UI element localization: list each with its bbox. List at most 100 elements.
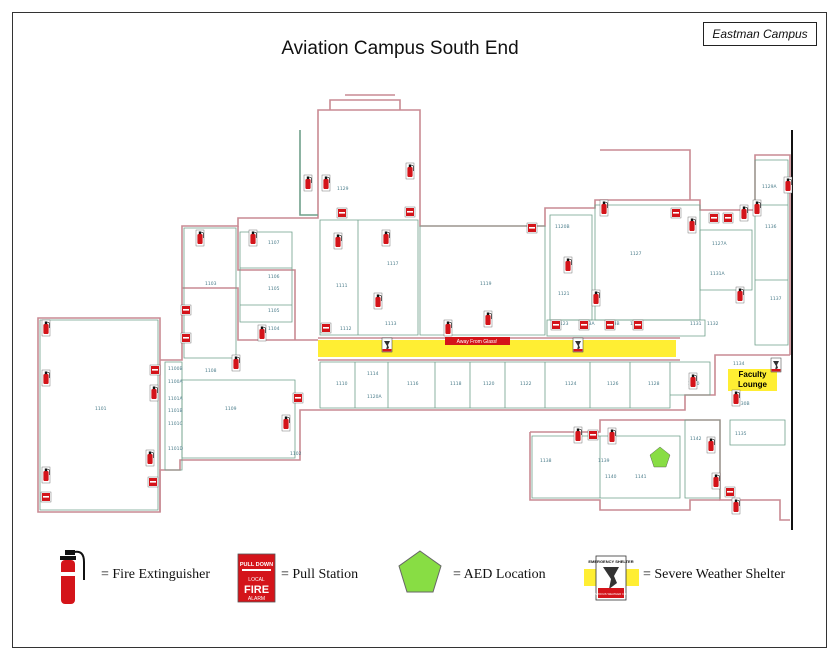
fire-extinguisher-icon	[731, 389, 741, 407]
room-label: 1111	[336, 283, 348, 289]
room-label: 1101A	[168, 396, 183, 402]
fire-extinguisher-icon	[248, 229, 258, 247]
pull-icon-bottom: ALARM	[248, 596, 265, 602]
room-label: 1129A	[762, 184, 777, 190]
pull-icon-mid: LOCAL	[248, 577, 265, 583]
pull-station-icon	[724, 486, 736, 498]
legend-fire-extinguisher-icon	[60, 550, 85, 604]
room-label: 1130B	[735, 401, 750, 407]
room-label: 1139	[598, 458, 610, 464]
room-label: 1142	[690, 436, 702, 442]
room-label: 1113	[385, 321, 397, 327]
fire-extinguisher-icon	[599, 199, 609, 217]
away-from-glass-text: Away From Glass!	[457, 339, 498, 345]
fire-extinguisher-icon	[41, 369, 51, 387]
pull-icon-top: PULL DOWN	[240, 562, 273, 568]
fire-extinguisher-icon	[739, 204, 749, 222]
fire-extinguisher-icon	[731, 497, 741, 515]
room-label: 1136	[765, 224, 777, 230]
aed-location-marker	[649, 446, 671, 468]
room-label: 1104	[268, 326, 280, 332]
pull-station-icon	[604, 319, 616, 331]
pull-station-icon	[40, 491, 52, 503]
room-label: 1120A	[367, 394, 382, 400]
fire-extinguisher-icon	[573, 426, 583, 444]
room-label: 1106	[268, 274, 280, 280]
room-label: 1100A	[168, 379, 183, 385]
fire-extinguisher-icon	[145, 449, 155, 467]
room-label: 1138	[540, 458, 552, 464]
room-label: 1127	[630, 251, 642, 257]
room-label: 1119	[480, 281, 492, 287]
pull-station-icon	[149, 364, 161, 376]
shelter-icon-top: EMERGENCY SHELTER	[588, 559, 633, 564]
room-label: 1112	[340, 326, 352, 332]
room-label: 1105	[268, 308, 280, 314]
room-label: 1101B	[168, 408, 183, 414]
pull-station-icon	[526, 222, 538, 234]
room-label: 1117	[387, 261, 399, 267]
room-label: 1135	[735, 431, 747, 437]
fire-extinguisher-icon	[405, 162, 415, 180]
map-frame	[12, 12, 827, 648]
fire-extinguisher-icon	[563, 256, 573, 274]
legend-shelter: = Severe Weather Shelter	[643, 540, 785, 610]
fire-extinguisher-icon	[41, 466, 51, 484]
fire-extinguisher-icon	[257, 324, 267, 342]
room-label: 1108	[205, 368, 217, 374]
pull-station-icon	[708, 212, 720, 224]
room-label: 1102	[290, 451, 302, 457]
fire-extinguisher-icon	[752, 199, 762, 217]
pull-station-icon	[587, 429, 599, 441]
fire-extinguisher-icon	[706, 436, 716, 454]
legend-fire-extinguisher: = Fire Extinguisher	[101, 540, 210, 610]
room-label: 1101C	[168, 421, 183, 427]
legend-shelter-icon: EMERGENCY SHELTER FOR HAZARDOUS WEATHER …	[582, 555, 640, 601]
fire-extinguisher-icon	[303, 174, 313, 192]
fire-extinguisher-icon	[711, 472, 721, 490]
faculty-lounge-shelter	[728, 369, 777, 391]
room-label: 1123	[557, 321, 569, 327]
room-label: 1129	[337, 186, 349, 192]
pull-station-icon	[320, 322, 332, 334]
shelter-icon-bottom: FOR HAZARDOUS WEATHER CONDITIONS	[582, 592, 639, 596]
room-label: 1114	[367, 371, 379, 377]
pull-station-icon	[147, 476, 159, 488]
room-label: 1101	[95, 406, 107, 412]
room-label: 1118	[450, 381, 462, 387]
pull-station-icon	[578, 319, 590, 331]
away-from-glass-sign	[445, 337, 510, 345]
fire-extinguisher-icon	[231, 354, 241, 372]
fire-extinguisher-icon	[687, 216, 697, 234]
fire-extinguisher-icon	[591, 289, 601, 307]
legend-fire-extinguisher-label: = Fire Extinguisher	[101, 567, 210, 582]
room-label: 1120B	[555, 224, 570, 230]
fire-extinguisher-icon	[195, 229, 205, 247]
room-label: 1131	[690, 321, 702, 327]
room-label: 1105	[268, 286, 280, 292]
legend-pull-station-icon: PULL DOWN LOCAL FIRE ALARM	[237, 553, 276, 603]
legend-aed: = AED Location	[453, 540, 546, 610]
pull-station-icon	[722, 212, 734, 224]
campus-name: Eastman Campus	[712, 27, 808, 41]
room-label: 1101D	[168, 446, 183, 452]
fire-extinguisher-icon	[607, 427, 617, 445]
fire-extinguisher-icon	[321, 174, 331, 192]
room-label: 1109	[225, 406, 237, 412]
shelter-corridor	[318, 340, 676, 357]
pull-station-icon	[180, 304, 192, 316]
pull-station-icon	[292, 392, 304, 404]
fire-extinguisher-icon	[333, 232, 343, 250]
room-label: 1132	[707, 321, 719, 327]
page-title-text: Aviation Campus South End	[281, 38, 519, 59]
fire-extinguisher-icon	[381, 229, 391, 247]
faculty-lounge-label: Faculty Lounge	[738, 370, 767, 389]
pull-station-icon	[670, 207, 682, 219]
legend-pull-station: = Pull Station	[281, 540, 358, 610]
fire-extinguisher-icon	[373, 292, 383, 310]
room-label: 1137	[770, 296, 782, 302]
pull-station-icon	[550, 319, 562, 331]
pull-station-icon	[336, 207, 348, 219]
fire-extinguisher-icon	[483, 310, 493, 328]
room-label: 1134	[733, 361, 745, 367]
